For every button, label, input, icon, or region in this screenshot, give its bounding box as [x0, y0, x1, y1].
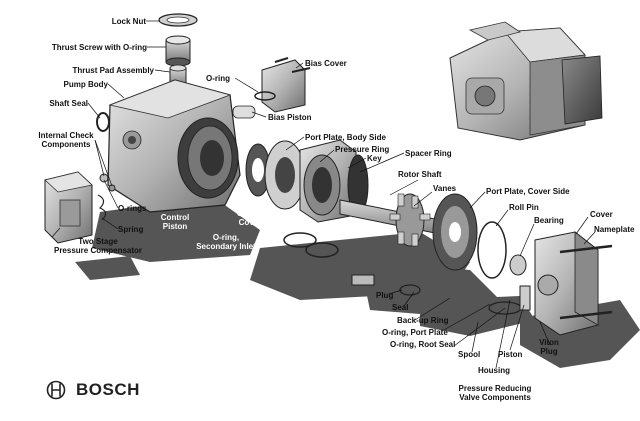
- label-prv-components: Pressure Reducing Valve Components: [450, 384, 540, 402]
- small-parts: [283, 232, 531, 315]
- compensator: [44, 171, 116, 244]
- label-thrust-screw: Thrust Screw with O-ring: [51, 43, 147, 52]
- label-vanes: Vanes: [433, 184, 457, 193]
- label-viton-plug-line1: Viton: [539, 338, 559, 347]
- label-backup-ring: Back-up Ring: [397, 316, 449, 325]
- label-housing: Housing: [478, 366, 510, 375]
- label-viton-plug: Viton Plug: [534, 338, 564, 356]
- assembled-pump: [449, 21, 603, 141]
- label-o-ring-cover: O-ring, Cover: [228, 209, 272, 227]
- label-o-ring-cover-line2: Cover: [238, 218, 262, 227]
- label-internal-check: Internal Check Components: [30, 131, 102, 149]
- label-o-ring-secondary-line1: O-ring,: [212, 233, 240, 242]
- label-roll-pin: Roll Pin: [509, 203, 539, 212]
- bosch-armature-icon: [46, 380, 66, 400]
- label-control-piston-line1: Control: [160, 213, 190, 222]
- label-bias-cover: Bias Cover: [305, 59, 347, 68]
- label-pump-body: Pump Body: [63, 80, 108, 89]
- brand-logo: BOSCH: [40, 378, 140, 402]
- label-internal-check-line1: Internal Check: [38, 131, 94, 140]
- rotor-shaft: [339, 193, 451, 247]
- label-bearing: Bearing: [534, 216, 564, 225]
- label-o-ring-secondary-line2: Secondary Inlet: [196, 242, 256, 251]
- label-spool: Spool: [458, 350, 481, 359]
- label-o-ring-cover-line1: O-ring,: [236, 209, 264, 218]
- label-seal: Seal: [392, 303, 409, 312]
- label-o-rings: O-rings: [118, 204, 147, 213]
- label-internal-check-line2: Components: [41, 140, 91, 149]
- thrust-stack: [158, 13, 198, 87]
- label-bias-piston: Bias Piston: [268, 113, 312, 122]
- pump-body: [96, 79, 241, 213]
- label-two-stage-compensator: Two Stage Pressure Compensator: [48, 237, 148, 255]
- label-control-piston-line2: Piston: [162, 222, 188, 231]
- label-port-plate-body: Port Plate, Body Side: [305, 133, 386, 142]
- port-plate-cover: [432, 193, 507, 279]
- label-shaft-seal: Shaft Seal: [49, 99, 88, 108]
- label-o-ring: O-ring: [206, 74, 230, 83]
- label-o-ring-root-seal: O-ring, Root Seal: [390, 340, 456, 349]
- label-plug: Plug: [376, 291, 394, 300]
- label-two-stage-line1: Two Stage: [78, 237, 118, 246]
- label-nameplate: Nameplate: [594, 225, 635, 234]
- label-thrust-pad: Thrust Pad Assembly: [72, 66, 154, 75]
- label-control-piston: Control Piston: [152, 213, 198, 231]
- label-o-ring-secondary: O-ring, Secondary Inlet: [186, 233, 266, 251]
- bias-cover: [232, 57, 311, 119]
- label-prv-line2: Valve Components: [459, 393, 531, 402]
- label-spring: Spring: [118, 225, 144, 234]
- label-spacer-ring: Spacer Ring: [405, 149, 452, 158]
- label-cover: Cover: [590, 210, 613, 219]
- label-viton-plug-line2: Plug: [540, 347, 558, 356]
- label-pressure-ring: Pressure Ring: [335, 145, 390, 154]
- label-lock-nut: Lock Nut: [111, 17, 146, 26]
- label-port-plate-cover: Port Plate, Cover Side: [486, 187, 570, 196]
- label-piston: Piston: [498, 350, 523, 359]
- leader-lines: [51, 20, 596, 369]
- brand-name: BOSCH: [76, 380, 140, 399]
- cover-assembly: [509, 231, 613, 336]
- label-key: Key: [367, 154, 382, 163]
- label-rotor-shaft: Rotor Shaft: [398, 170, 442, 179]
- label-prv-line1: Pressure Reducing: [458, 384, 532, 393]
- label-two-stage-line2: Pressure Compensator: [53, 246, 143, 255]
- label-o-ring-port-plate: O-ring, Port Plate: [382, 328, 448, 337]
